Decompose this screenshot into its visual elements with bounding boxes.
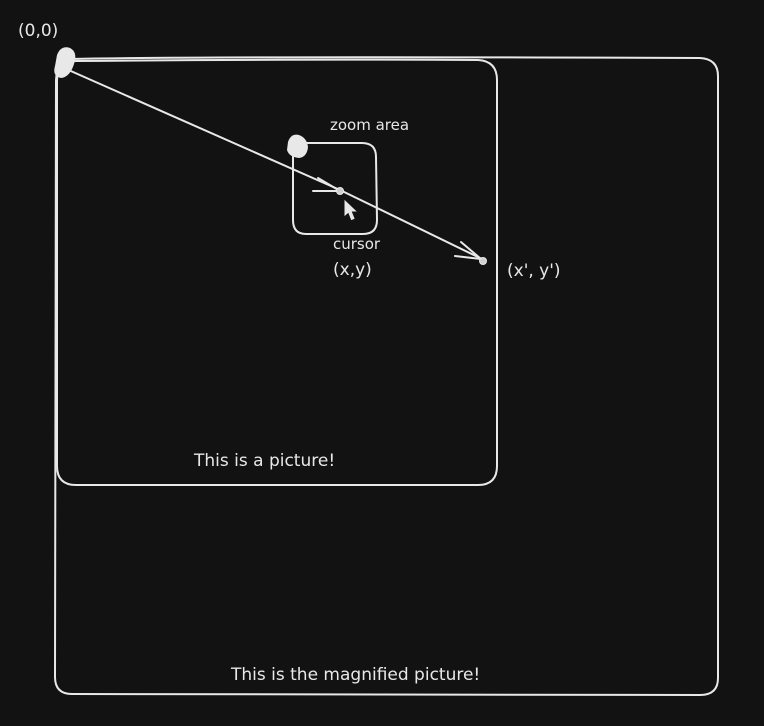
projection-line: [63, 67, 483, 260]
origin-label: (0,0): [18, 21, 58, 41]
target-arrowhead: [454, 241, 482, 260]
target-dot: [479, 257, 487, 265]
mouse-pointer-icon: [344, 199, 357, 221]
picture-label: This is a picture!: [193, 451, 335, 471]
magnified-picture-label: This is the magnified picture!: [230, 665, 480, 685]
cursor-dot: [336, 187, 344, 195]
origin-marker: [54, 47, 76, 78]
cursor-label: cursor: [333, 235, 381, 253]
zoom-area-label: zoom area: [330, 116, 409, 134]
target-coordinate-label: (x', y'): [507, 261, 561, 281]
picture-frame: [56, 58, 498, 486]
magnified-picture-frame: [54, 56, 719, 696]
zoom-area-corner-marker: [287, 134, 308, 158]
cursor-coordinate-label: (x,y): [333, 260, 372, 280]
